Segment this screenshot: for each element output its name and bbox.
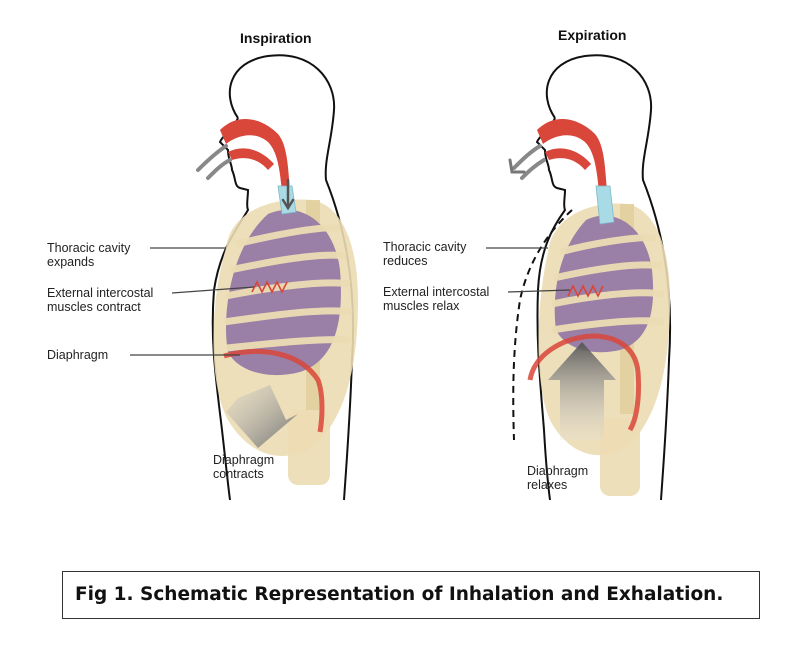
face-outline	[211, 117, 250, 501]
expanded-outline-dashed	[512, 209, 573, 441]
figure-caption-box: Fig 1. Schematic Representation of Inhal…	[62, 571, 760, 619]
diaphragm-down-arrow	[226, 385, 298, 448]
expiration-intercostal-label: External intercostal muscles relax	[383, 285, 490, 313]
airway	[220, 118, 290, 192]
inspiration-title: Inspiration	[240, 30, 312, 46]
ribs	[551, 234, 665, 334]
expiration-thoracic-label: Thoracic cavity reduces	[383, 240, 467, 268]
ribs	[223, 224, 353, 352]
face-outline	[535, 117, 567, 501]
body-outline	[545, 54, 672, 501]
leader-lines	[130, 247, 255, 356]
inspiration-intercostal-label: External intercostal muscles contract	[47, 286, 154, 314]
airflow-arrow	[508, 144, 546, 180]
expiration-figure	[486, 54, 672, 501]
inspiration-figure	[130, 54, 358, 501]
trachea	[595, 185, 615, 225]
inspiration-diaphragm-action: Diaphragm contracts	[213, 453, 275, 481]
airflow-arrow	[196, 144, 295, 211]
airway	[537, 118, 607, 192]
leader-lines	[486, 247, 571, 293]
inspiration-thoracic-label: Thoracic cavity expands	[47, 241, 131, 269]
figure-caption: Fig 1. Schematic Representation of Inhal…	[75, 584, 724, 605]
diaphragm-up-arrow	[548, 342, 616, 440]
lung	[226, 209, 341, 376]
body-outline	[228, 54, 355, 501]
respiration-figure	[130, 54, 672, 501]
diaphragm	[527, 333, 641, 432]
expiration-title: Expiration	[558, 27, 627, 43]
diaphragm	[223, 349, 325, 433]
expiration-diaphragm-action: Diaphragm relaxes	[527, 464, 589, 492]
inspiration-diaphragm-label: Diaphragm	[47, 348, 109, 362]
intercostal-muscles	[251, 280, 288, 294]
intercostal-muscles	[567, 284, 604, 298]
